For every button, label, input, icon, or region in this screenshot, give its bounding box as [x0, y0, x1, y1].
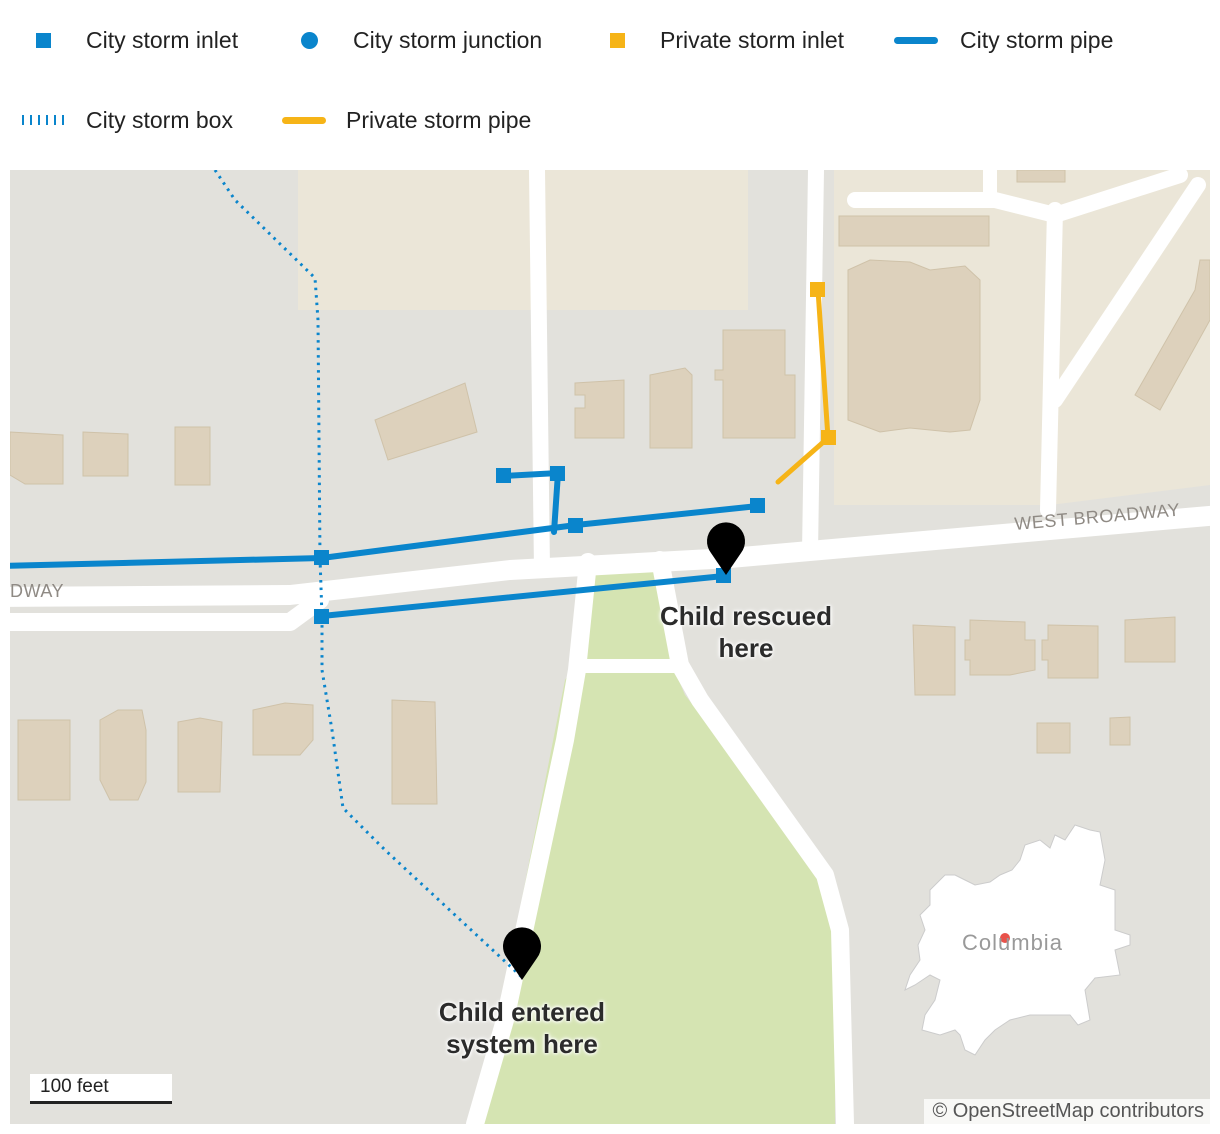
- city-storm-inlets: [314, 466, 765, 624]
- city-storm-inlet[interactable]: [568, 518, 583, 533]
- road-frontage: [10, 591, 329, 631]
- private-storm-inlets: [810, 282, 836, 445]
- callout-line: Child rescued: [660, 601, 832, 631]
- legend-city-storm-inlet: City storm inlet: [36, 20, 238, 60]
- city-storm-inlet[interactable]: [496, 468, 511, 483]
- building: [847, 259, 981, 433]
- basemap: WEST BROADWAY DWAY: [10, 170, 1210, 1124]
- private-storm-inlet[interactable]: [821, 430, 836, 445]
- building: [99, 709, 147, 801]
- building: [964, 619, 1036, 676]
- private-storm-inlet[interactable]: [810, 282, 825, 297]
- callout-line: system here: [446, 1029, 598, 1059]
- building: [1124, 616, 1176, 663]
- legend-label: City storm inlet: [86, 26, 239, 53]
- building: [714, 329, 796, 439]
- building: [912, 624, 956, 696]
- legend-private-storm-pipe: Private storm pipe: [282, 100, 531, 140]
- park-path: [466, 553, 597, 1124]
- legend-label: City storm junction: [353, 26, 543, 53]
- legend-city-storm-pipe: City storm pipe: [894, 20, 1113, 60]
- building: [252, 702, 314, 756]
- building: [838, 215, 990, 247]
- building: [82, 431, 129, 477]
- scale-bar-label: 100 feet: [40, 1076, 109, 1097]
- building: [1016, 170, 1066, 183]
- road-north: [1040, 202, 1063, 518]
- building: [574, 379, 625, 439]
- park-path: [651, 551, 854, 1124]
- legend-label: Private storm pipe: [346, 106, 532, 133]
- building: [1041, 624, 1099, 679]
- map-legend: City storm inlet City storm junction Pri…: [0, 0, 1220, 170]
- building: [1036, 722, 1071, 754]
- private-storm-inlet-swatch: [610, 32, 625, 48]
- road-west-broadway: [10, 505, 1210, 607]
- city-storm-pipe[interactable]: [10, 503, 761, 569]
- buildings: [10, 170, 1210, 805]
- callout-line: here: [718, 633, 774, 663]
- city-storm-inlet[interactable]: [314, 550, 329, 565]
- road-north: [529, 170, 550, 578]
- city-storm-pipe-swatch: [894, 36, 938, 44]
- city-storm-box-swatch: [22, 115, 66, 125]
- city-storm-junction-swatch: [301, 31, 318, 49]
- building: [1134, 259, 1210, 411]
- city-storm-box[interactable]: [213, 170, 527, 982]
- building: [649, 367, 693, 449]
- city-storm-pipe[interactable]: [319, 573, 727, 619]
- legend-label: Private storm inlet: [660, 26, 845, 53]
- road-north: [1047, 177, 1206, 408]
- roads: [10, 170, 1210, 1124]
- scale-bar: 100 feet: [30, 1074, 172, 1104]
- inset-locator-map: [904, 824, 1131, 1056]
- parcel: [298, 170, 748, 310]
- map-pin-icon[interactable]: [503, 927, 541, 980]
- map-attribution[interactable]: © OpenStreetMap contributors: [924, 1099, 1210, 1124]
- building: [1109, 716, 1131, 746]
- map-pin-icon[interactable]: [707, 522, 745, 575]
- building: [10, 431, 64, 485]
- legend-private-storm-inlet: Private storm inlet: [610, 20, 844, 60]
- city-storm-inlet[interactable]: [550, 466, 565, 481]
- street-label: DWAY: [10, 581, 64, 601]
- city-storm-inlet[interactable]: [314, 609, 329, 624]
- inset-city-label: Columbia: [962, 930, 1063, 955]
- building: [374, 382, 478, 461]
- legend-city-storm-junction: City storm junction: [301, 20, 542, 60]
- callout-child-entered: Child entered system here: [422, 996, 622, 1060]
- legend-label: City storm box: [86, 106, 233, 133]
- road-north: [847, 170, 1188, 223]
- callout-line: Child entered: [438, 997, 606, 1027]
- city-storm-inlet[interactable]: [750, 498, 765, 513]
- building: [17, 719, 71, 801]
- legend-city-storm-box: City storm box: [22, 100, 233, 140]
- legend-label: City storm pipe: [960, 26, 1114, 53]
- location-marker-icon: [1000, 933, 1010, 943]
- callout-child-rescued: Child rescued here: [646, 600, 846, 664]
- building: [174, 426, 211, 486]
- building: [391, 699, 438, 805]
- city-boundary: [904, 824, 1131, 1056]
- private-storm-pipe-swatch: [282, 116, 326, 124]
- city-storm-inlet-swatch: [36, 32, 51, 48]
- road-north: [802, 170, 824, 560]
- building: [177, 717, 223, 793]
- map-view[interactable]: WEST BROADWAY DWAY: [10, 170, 1210, 1124]
